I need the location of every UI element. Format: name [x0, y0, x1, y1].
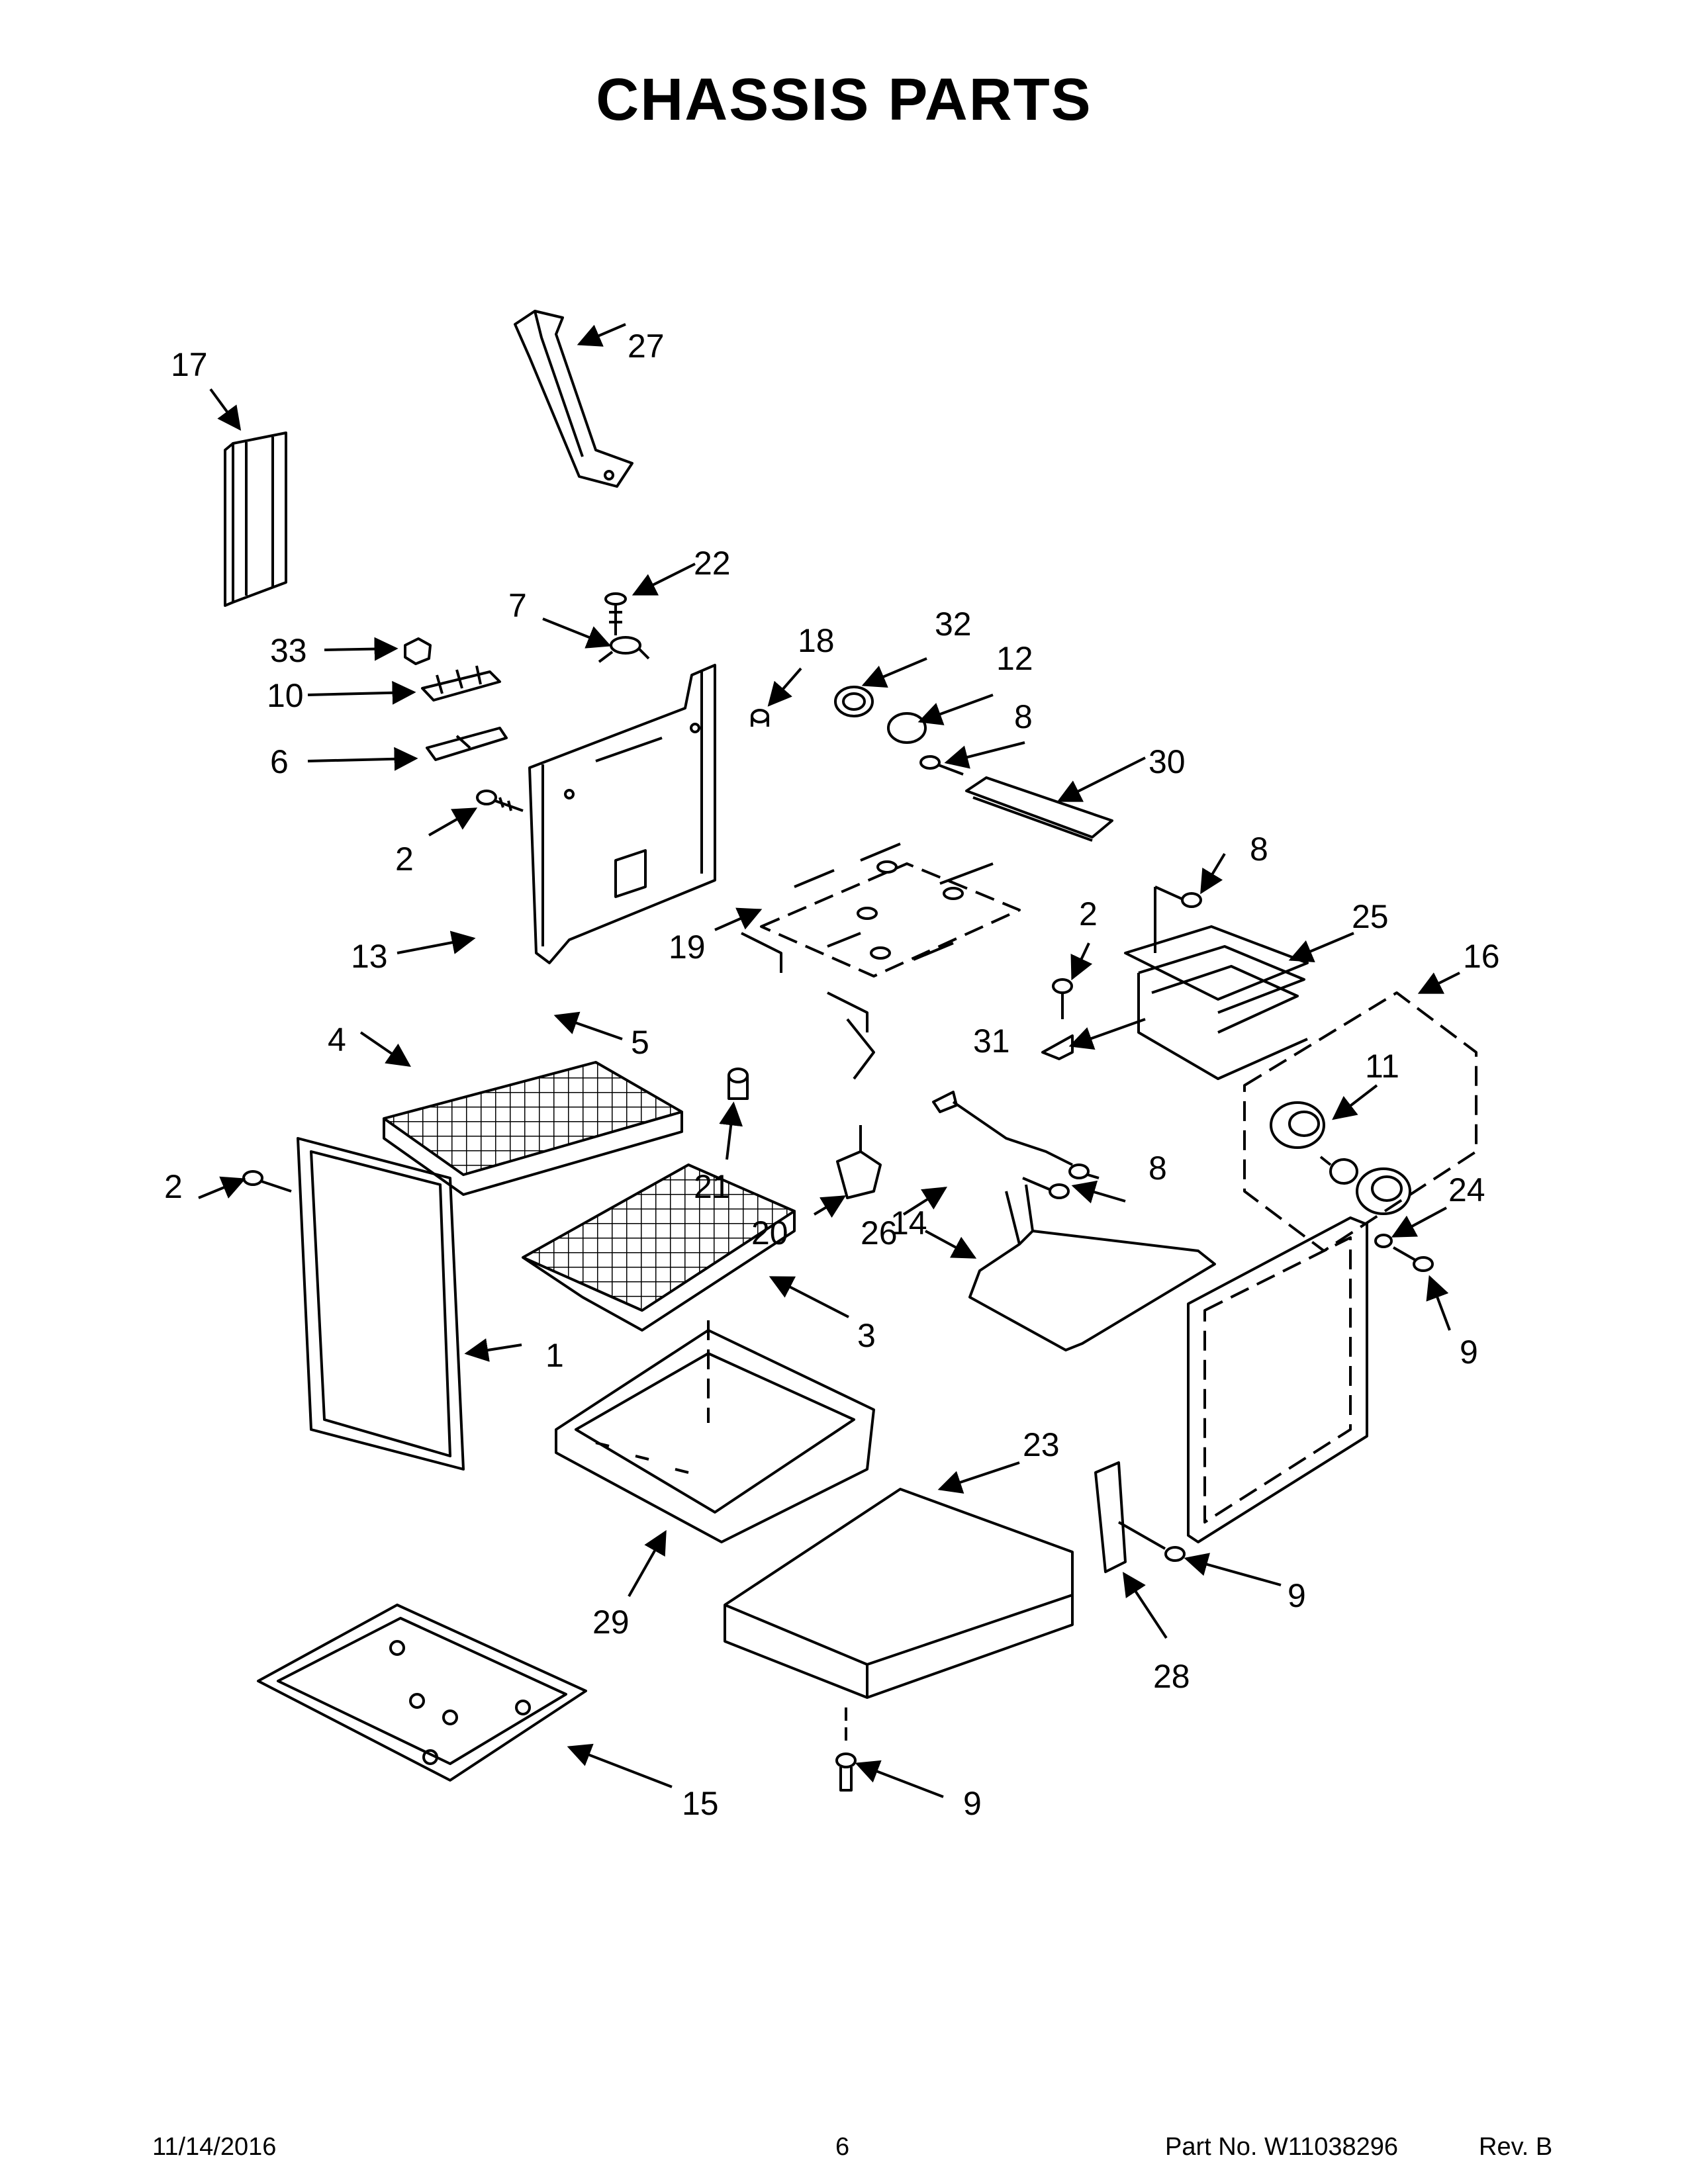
part-20-valve: [836, 1125, 882, 1199]
part-33-nut: [404, 637, 432, 665]
callout-23: 23: [1023, 1426, 1060, 1463]
part-9-screw-bottom: [835, 1707, 857, 1792]
callout-27: 27: [628, 328, 665, 365]
callout-20: 20: [751, 1214, 788, 1251]
part-2-screw-left: [476, 790, 524, 812]
callout-10: 10: [267, 677, 304, 714]
part-8-screw-d: [1022, 1177, 1070, 1199]
part-7-clip: [598, 636, 650, 663]
page-title: CHASSIS PARTS: [596, 67, 1092, 133]
callout-24: 24: [1448, 1171, 1485, 1208]
part-22-screw: [604, 592, 627, 635]
callout-4: 4: [328, 1021, 346, 1058]
callout-labels: 17 27 22 7 33 10 6 2 13 5 19 18 32 12 8 …: [164, 328, 1500, 1822]
callout-17: 17: [171, 346, 208, 383]
part-10-terminal-block: [421, 665, 501, 702]
callout-3: 3: [857, 1317, 876, 1354]
part-18-spacer: [751, 709, 769, 727]
part-8-screw-a: [919, 755, 964, 776]
part-door-liner-right: [1187, 1216, 1368, 1543]
callout-8a: 8: [1014, 698, 1033, 735]
callout-29: 29: [592, 1604, 630, 1641]
footer-date: 11/14/2016: [152, 2133, 277, 2161]
callout-9b: 9: [1288, 1577, 1306, 1614]
callout-13: 13: [351, 938, 388, 975]
part-2-screw-right: [1052, 978, 1073, 1019]
callout-32: 32: [935, 606, 972, 643]
part-23-drawer: [724, 1488, 1074, 1699]
part-8-screw-b: [1154, 886, 1202, 953]
callout-21: 21: [694, 1168, 731, 1205]
callout-33: 33: [270, 632, 307, 669]
part-2-screw-far-left: [242, 1170, 292, 1193]
callout-12: 12: [996, 640, 1033, 677]
callout-14: 14: [890, 1205, 927, 1242]
part-3-broiler-pan: [522, 1163, 796, 1332]
callout-9a: 9: [1460, 1334, 1478, 1371]
part-21-plug: [727, 1068, 749, 1100]
callout-19: 19: [669, 929, 706, 966]
callout-6: 6: [270, 743, 289, 780]
part-28-hinge: [1094, 1461, 1186, 1573]
callout-2c: 2: [164, 1168, 183, 1205]
callout-16: 16: [1463, 938, 1500, 975]
footer-part-number: Part No. W11038296: [1165, 2133, 1399, 2161]
part-11-knobs: [1270, 1101, 1411, 1215]
leader-arrows: [198, 323, 1460, 1798]
part-30-bar: [965, 776, 1113, 842]
callout-25: 25: [1352, 898, 1389, 935]
part-15-bottom-tray: [257, 1604, 587, 1782]
part-27-top-brace: [514, 310, 633, 488]
callout-2a: 2: [395, 841, 414, 878]
footer-revision: Rev. B: [1479, 2133, 1553, 2161]
callout-28: 28: [1153, 1658, 1190, 1695]
callout-22: 22: [694, 545, 731, 582]
part-26-sensor: [932, 1091, 1073, 1166]
callout-26: 26: [861, 1214, 898, 1251]
callout-18: 18: [798, 622, 835, 659]
callout-7: 7: [508, 587, 527, 624]
callout-30: 30: [1149, 743, 1186, 780]
callout-31: 31: [973, 1023, 1010, 1060]
part-5-rear-panel: [528, 664, 716, 964]
part-32-cap: [834, 686, 874, 717]
part-16-knob-group: [1243, 991, 1477, 1252]
part-14-bake-element: [968, 1184, 1216, 1351]
part-4-oven-rack: [383, 1061, 683, 1196]
part-31-bracket: [1041, 1034, 1074, 1060]
part-6-terminal-cover: [426, 727, 508, 761]
callout-15: 15: [682, 1785, 719, 1822]
callout-1: 1: [545, 1337, 564, 1374]
callout-8b: 8: [1250, 831, 1268, 868]
footer-page-number: 6: [835, 2133, 850, 2161]
callout-9c: 9: [963, 1785, 982, 1822]
callout-8c: 8: [1149, 1150, 1167, 1187]
callout-5: 5: [631, 1024, 649, 1061]
part-8-screw-c: [1068, 1163, 1100, 1179]
callout-2b: 2: [1079, 895, 1098, 933]
part-29-drawer-frame: [555, 1320, 875, 1543]
part-19-burner-base: [741, 842, 1021, 1080]
part-17-side-bracket: [224, 432, 287, 607]
part-24-bushing: [1374, 1234, 1393, 1248]
part-9-screw-door: [1393, 1246, 1434, 1272]
part-25-broil-element: [1124, 925, 1309, 1080]
part-12-disc: [887, 712, 927, 744]
callout-11: 11: [1365, 1048, 1399, 1085]
part-1-side-panel: [297, 1137, 465, 1471]
